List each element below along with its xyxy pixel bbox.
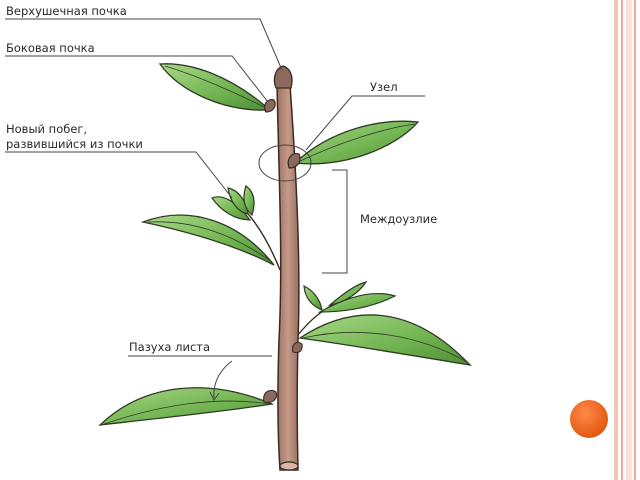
shoot-leaf-small-3: [243, 185, 255, 217]
leaf-mid-right-small-1: [317, 293, 397, 313]
slide-border-stripes: [612, 0, 640, 480]
stem-cut: [279, 461, 299, 471]
label-new-shoot-line1: Новый побег,: [6, 122, 88, 136]
node-bud: [287, 153, 301, 169]
axil-bud: [292, 341, 303, 354]
leaf-top-left: [158, 63, 272, 111]
label-leaf-axil: Пазуха листа: [129, 340, 211, 354]
bracket-internode: [322, 169, 348, 274]
leaf-mid-right-large: [298, 314, 472, 366]
leaf-bottom-left: [98, 387, 275, 426]
arrow-axil: [213, 360, 233, 399]
leader-node: [305, 95, 425, 151]
stem: [276, 84, 300, 471]
leaf-mid-right-small-3: [327, 281, 368, 307]
label-lateral-bud: Боковая почка: [6, 41, 95, 55]
label-internode: Междоузлие: [360, 212, 438, 226]
shoot-leaf-large: [140, 214, 275, 266]
orange-circle-icon: [570, 400, 608, 438]
leader-apical: [5, 18, 283, 71]
label-node: Узел: [370, 80, 398, 94]
node-ellipse: [258, 144, 312, 182]
bottom-bud: [263, 389, 278, 403]
apical-bud: [273, 65, 293, 89]
lateral-bud: [264, 99, 276, 113]
leader-lateral: [5, 55, 269, 103]
leaf-node-right: [293, 120, 420, 165]
leaf-mid-right-small-2: [303, 284, 323, 311]
label-apical-bud: Верхушечная почка: [6, 4, 127, 18]
leader-new-shoot: [5, 151, 233, 199]
label-new-shoot-line2: развившийся из почки: [6, 137, 143, 151]
